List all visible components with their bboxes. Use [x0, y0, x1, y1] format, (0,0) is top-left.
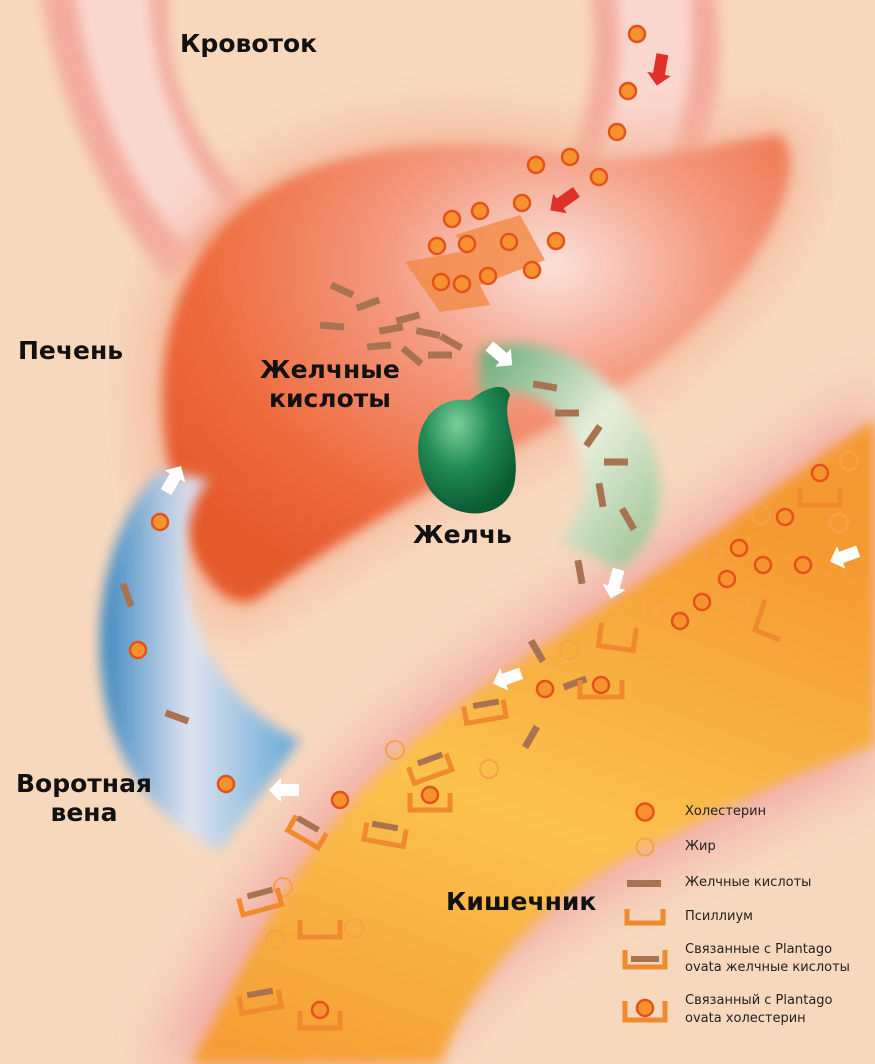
bile-acid-symbol	[605, 877, 685, 889]
legend-label-bile-acids: Желчные кислоты	[685, 874, 811, 892]
legend-item-bound-cholesterol: Связанный с Plantago ovata холестерин	[605, 984, 875, 1036]
legend-item-psyllium: Псиллиум	[605, 900, 875, 934]
legend-label-bound-cholesterol-line1: Связанный с Plantago	[685, 992, 833, 1010]
label-bile-acids: Желчные кислоты	[260, 356, 400, 414]
label-bile-acids-line2: кислоты	[260, 385, 400, 414]
legend-label-bound-bile-acids-line2: ovata желчные кислоты	[685, 959, 850, 977]
label-portal-vein-line2: вена	[16, 799, 152, 828]
legend-label-fat: Жир	[685, 838, 716, 856]
label-intestine: Кишечник	[446, 888, 596, 917]
psyllium-symbol	[605, 906, 685, 928]
label-bloodstream: Кровоток	[180, 30, 317, 59]
label-bile: Желчь	[413, 521, 512, 550]
fat-symbol	[605, 835, 685, 859]
legend-item-bound-bile-acids: Связанные с Plantago ovata желчные кисло…	[605, 934, 875, 984]
legend-label-psyllium: Псиллиум	[685, 908, 753, 926]
label-liver: Печень	[18, 337, 123, 366]
legend-item-bile-acids: Желчные кислоты	[605, 866, 875, 900]
legend: Холестерин Жир Желчные кислоты Псиллиум …	[605, 796, 875, 1036]
cholesterol-symbol	[605, 800, 685, 824]
legend-label-bound-bile-acids-line1: Связанные с Plantago	[685, 941, 850, 959]
bound-bile-acid-symbol	[605, 946, 685, 972]
legend-label-cholesterol: Холестерин	[685, 803, 766, 821]
legend-label-bound-cholesterol: Связанный с Plantago ovata холестерин	[685, 992, 833, 1027]
bound-cholesterol-symbol	[605, 995, 685, 1025]
label-portal-vein: Воротная вена	[16, 770, 152, 828]
legend-item-fat: Жир	[605, 828, 875, 866]
legend-label-bound-bile-acids: Связанные с Plantago ovata желчные кисло…	[685, 941, 850, 976]
legend-label-bound-cholesterol-line2: ovata холестерин	[685, 1010, 833, 1028]
label-bile-acids-line1: Желчные	[260, 356, 400, 385]
legend-item-cholesterol: Холестерин	[605, 796, 875, 828]
label-portal-vein-line1: Воротная	[16, 770, 152, 799]
